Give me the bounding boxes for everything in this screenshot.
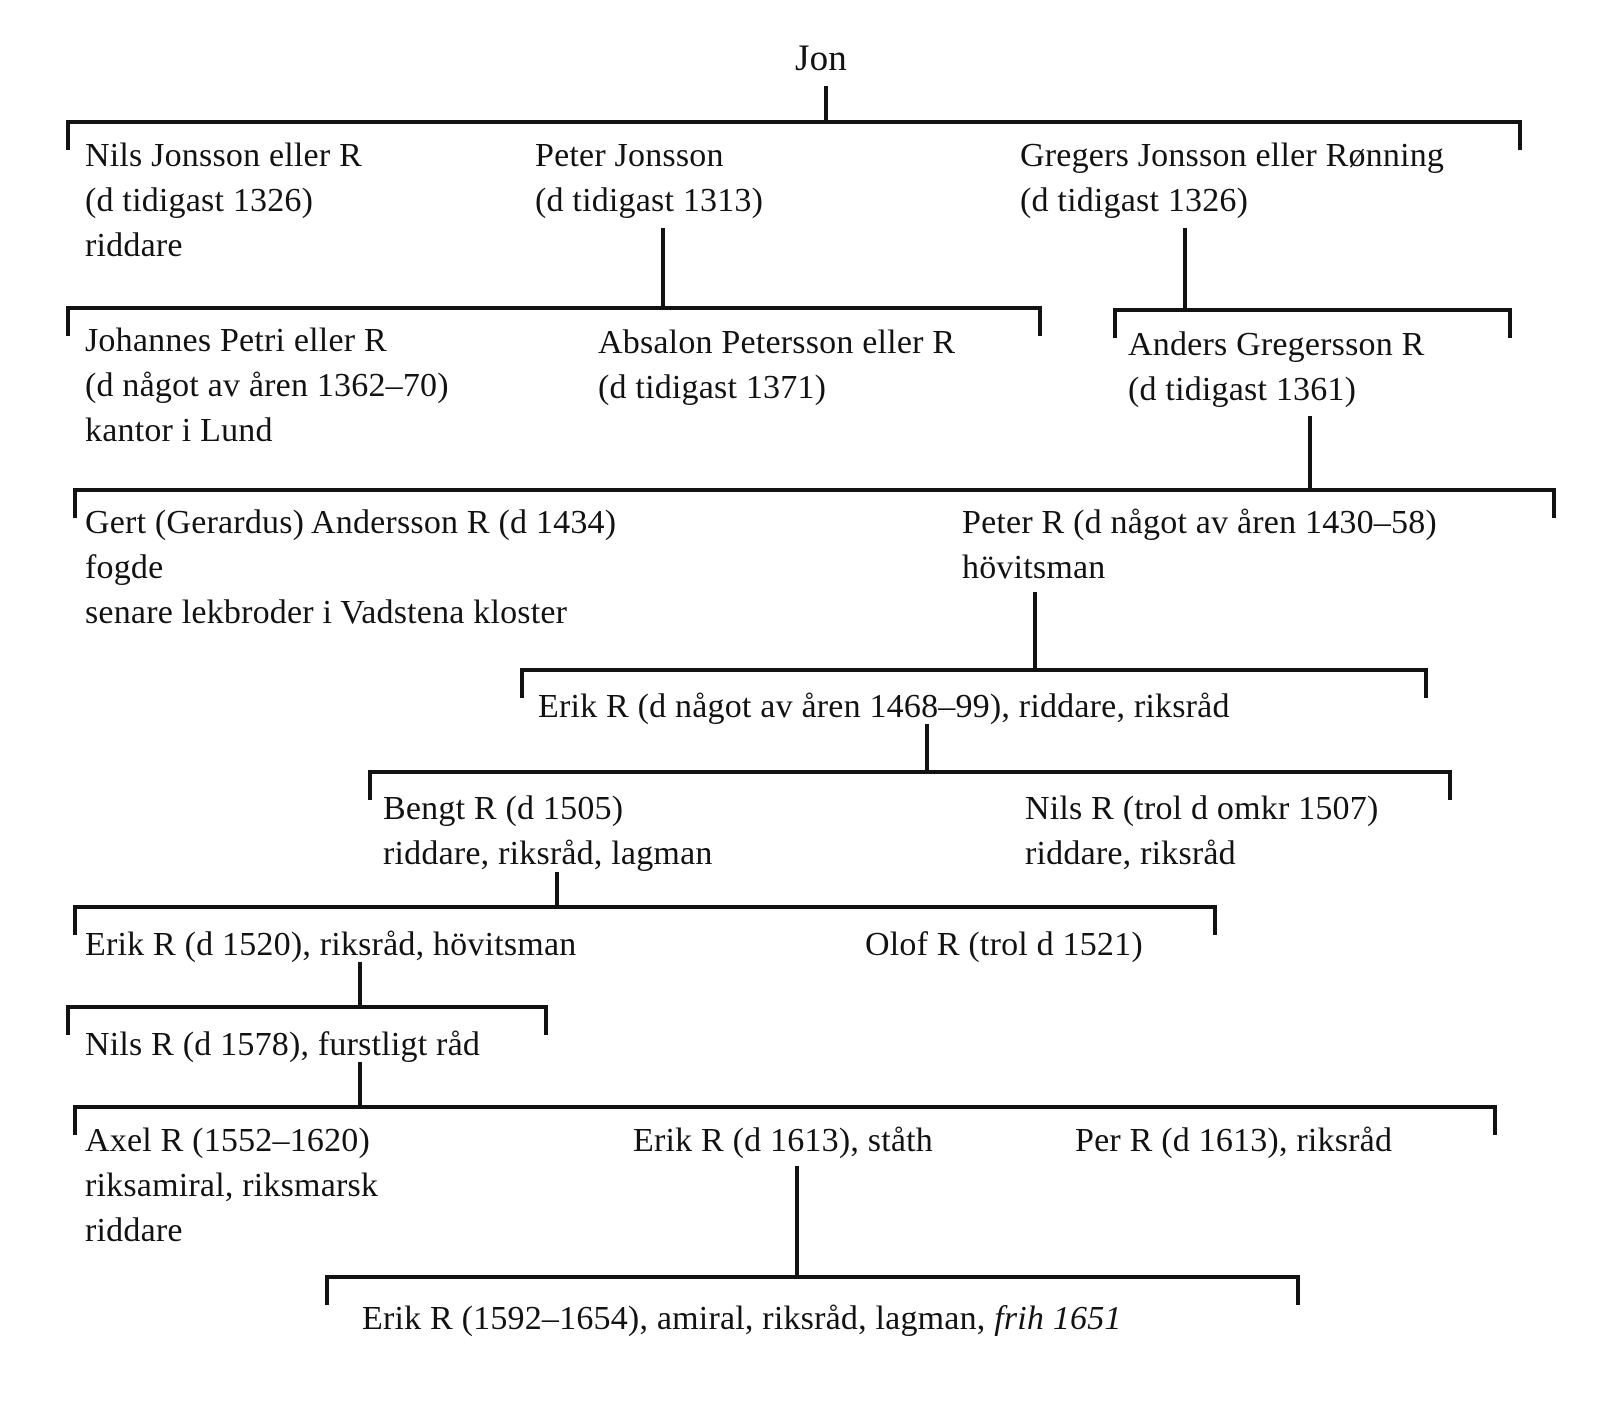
person-line: kantor i Lund [85,412,273,449]
person-bengt-r: Bengt R (d 1505) riddare, riksråd, lagma… [383,786,713,876]
person-line: Gert (Gerardus) Andersson R (d 1434) [85,504,617,541]
bracket-gen3-children-of-anders [73,488,1556,518]
stem-nils-r-1578 [358,1062,362,1109]
person-line: (d tidigast 1326) [85,182,314,219]
person-per-r-1613: Per R (d 1613), riksråd [1075,1118,1392,1163]
person-line: senare lekbroder i Vadstena kloster [85,594,568,631]
person-absalon-petersson: Absalon Petersson eller R (d tidigast 13… [598,320,955,410]
person-line: hövitsman [962,549,1106,586]
person-line: riddare, riksråd, lagman [383,835,713,872]
bracket-children-of-nils-1578 [73,1105,1497,1135]
stem-peter-r [1033,592,1037,672]
person-line: Johannes Petri eller R [85,322,387,359]
person-line: Absalon Petersson eller R [598,324,956,361]
stem-jon [824,86,828,122]
person-line: riddare [85,1212,183,1249]
person-line: Jon [795,38,847,79]
person-line: Nils R (trol d omkr 1507) [1025,790,1379,827]
stem-gregers-jonsson [1183,228,1187,312]
person-gregers-jonsson: Gregers Jonsson eller Rønning (d tidigas… [1020,133,1444,223]
person-anders-gregersson: Anders Gregersson R (d tidigast 1361) [1128,322,1425,412]
person-line: riddare [85,227,183,264]
person-nils-r-1507: Nils R (trol d omkr 1507) riddare, riksr… [1025,786,1378,876]
stem-erik-r-1520 [358,962,362,1009]
stem-peter-jonsson [661,228,665,310]
person-line-italic: frih 1651 [994,1300,1122,1337]
bracket-gen2-child-of-gregers [1113,308,1512,338]
stem-erik-r-1468 [925,724,929,774]
bracket-gen1-children-of-jon [66,120,1522,150]
person-line: Per R (d 1613), riksråd [1075,1122,1393,1159]
person-line: Gregers Jonsson eller Rønning [1020,137,1445,174]
person-line: (d tidigast 1326) [1020,182,1249,219]
person-axel-r: Axel R (1552–1620) riksamiral, riksmarsk… [85,1118,378,1253]
person-line: (d tidigast 1313) [535,182,764,219]
bracket-erik-r-1468 [520,668,1428,698]
person-line: fogde [85,549,164,586]
person-erik-r-1520: Erik R (d 1520), riksråd, hövitsman [85,922,576,967]
person-peter-r: Peter R (d något av åren 1430–58) hövits… [962,500,1437,590]
bracket-nils-r-1578 [66,1005,548,1035]
bracket-children-of-erik-1468 [368,770,1452,800]
person-line: Erik R (d 1613), ståth [633,1122,933,1159]
bracket-erik-r-1592 [325,1275,1300,1305]
person-jon: Jon [795,36,847,81]
person-line: Nils Jonsson eller R [85,137,362,174]
person-line: Axel R (1552–1620) [85,1122,371,1159]
person-line: Peter R (d något av åren 1430–58) [962,504,1437,541]
stem-erik-r-1613 [795,1166,799,1279]
person-erik-r-1468: Erik R (d något av åren 1468–99), riddar… [538,684,1230,729]
person-line: Olof R (trol d 1521) [865,926,1143,963]
person-line: (d tidigast 1371) [598,369,827,406]
person-olof-r: Olof R (trol d 1521) [865,922,1143,967]
person-line: Erik R (d något av åren 1468–99), riddar… [538,688,1230,725]
person-line: Erik R (1592–1654), amiral, riksråd, lag… [362,1300,986,1337]
person-erik-r-1613: Erik R (d 1613), ståth [633,1118,933,1163]
person-line: Nils R (d 1578), furstligt råd [85,1026,481,1063]
bracket-gen2-children-of-peter [66,306,1042,336]
stem-anders-gregersson [1308,416,1312,492]
person-nils-jonsson: Nils Jonsson eller R (d tidigast 1326) r… [85,133,362,268]
stem-bengt-r [555,872,559,909]
bracket-children-of-bengt [73,905,1217,935]
person-line: Bengt R (d 1505) [383,790,624,827]
person-line: Peter Jonsson [535,137,724,174]
person-line: riksamiral, riksmarsk [85,1167,379,1204]
person-erik-r-1592: Erik R (1592–1654), amiral, riksråd, lag… [362,1296,1122,1341]
person-nils-r-1578: Nils R (d 1578), furstligt råd [85,1022,480,1067]
person-line: Erik R (d 1520), riksråd, hövitsman [85,926,577,963]
person-line: (d tidigast 1361) [1128,371,1357,408]
person-peter-jonsson: Peter Jonsson (d tidigast 1313) [535,133,763,223]
person-line: riddare, riksråd [1025,835,1236,872]
person-johannes-petri: Johannes Petri eller R (d något av åren … [85,318,449,453]
person-line: Anders Gregersson R [1128,326,1425,363]
person-line: (d något av åren 1362–70) [85,367,449,404]
person-gert-andersson: Gert (Gerardus) Andersson R (d 1434) fog… [85,500,616,635]
